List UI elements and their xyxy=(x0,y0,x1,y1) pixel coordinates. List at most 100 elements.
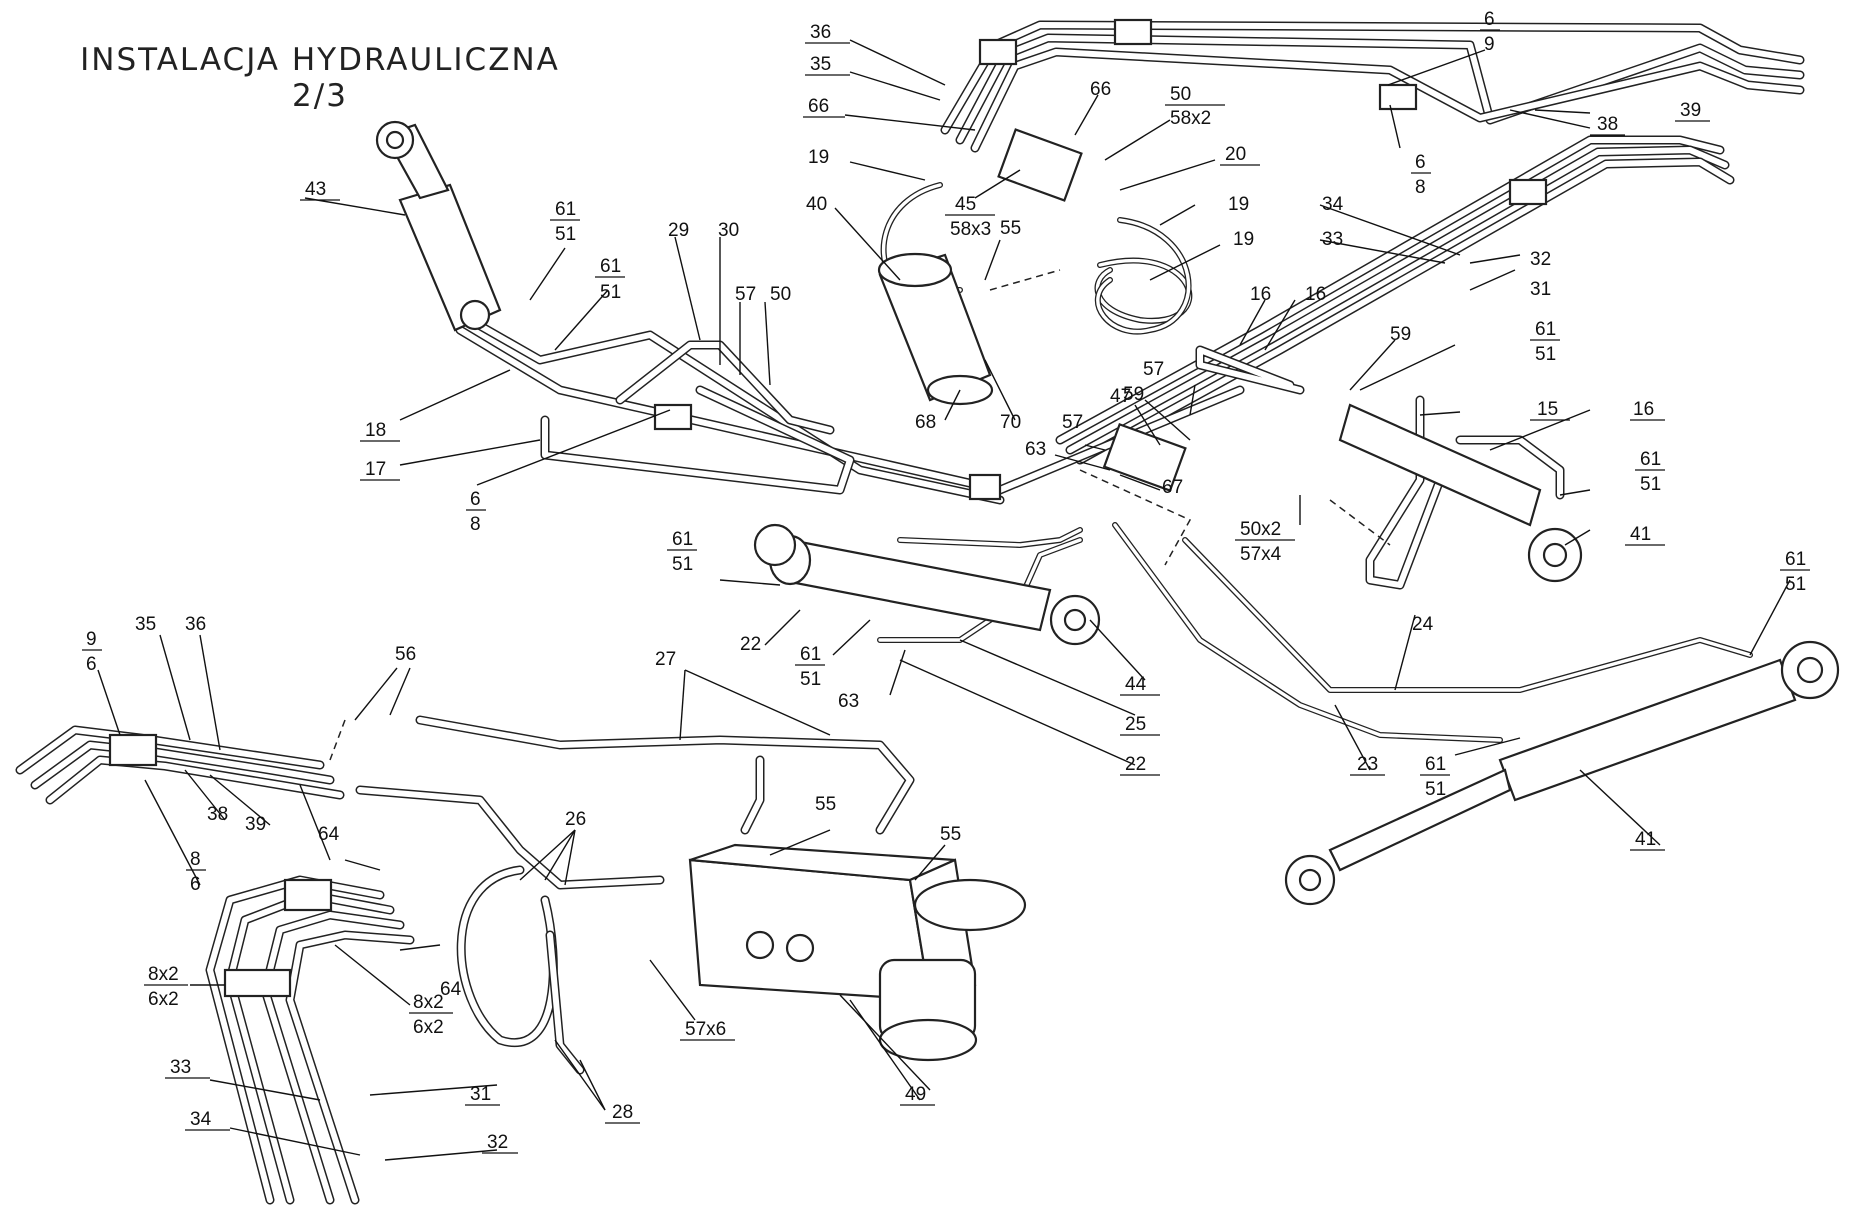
valve-47 xyxy=(1102,422,1187,492)
callout-39: 39 xyxy=(1680,100,1701,121)
callout-8x2: 8x2 xyxy=(148,964,179,985)
callout-22: 22 xyxy=(1125,754,1146,775)
callout-25: 25 xyxy=(1125,714,1146,735)
callout-55: 55 xyxy=(1000,218,1021,239)
callout-31: 31 xyxy=(470,1084,491,1105)
callout-59: 59 xyxy=(1390,324,1411,345)
drawing-title-line2: 2/3 xyxy=(292,78,348,114)
callout-36: 36 xyxy=(810,22,831,43)
callout-51: 51 xyxy=(672,554,693,575)
callout-51: 51 xyxy=(800,669,821,690)
callout-6x2: 6x2 xyxy=(413,1017,444,1038)
callout-6-8-bottom: 8 xyxy=(1415,177,1426,198)
callout-56: 56 xyxy=(395,644,416,665)
callout-19: 19 xyxy=(1233,229,1254,250)
clamp-6 xyxy=(108,733,158,767)
clamp-6 xyxy=(223,968,292,998)
cylinder-41-upper xyxy=(1338,403,1583,583)
callout-57: 57 xyxy=(1143,359,1164,380)
callout-63: 63 xyxy=(838,691,859,712)
callout-66: 66 xyxy=(1090,79,1111,100)
callout-51: 51 xyxy=(1640,474,1661,495)
callout-57x6: 57x6 xyxy=(685,1019,726,1040)
callout-23: 23 xyxy=(1357,754,1378,775)
components xyxy=(108,18,1840,1062)
callout-19: 19 xyxy=(1228,194,1249,215)
clamp-6 xyxy=(968,473,1002,501)
callout-50: 50 xyxy=(770,284,791,305)
callout-28: 28 xyxy=(612,1102,633,1123)
callout-33: 33 xyxy=(170,1057,191,1078)
callout-17: 17 xyxy=(365,459,386,480)
callout-6-8-top: 6 xyxy=(1415,152,1426,173)
clamp-6 xyxy=(1378,83,1418,111)
clamp-6 xyxy=(283,878,333,912)
drawing-title-line1: INSTALACJA HYDRAULICZNA xyxy=(80,42,560,78)
callout-47: 47 xyxy=(1110,386,1131,407)
clamp-6 xyxy=(1508,178,1548,206)
valve-block-49 xyxy=(688,843,1027,1062)
callout-40: 40 xyxy=(806,194,827,215)
callout-6-9-bottom: 9 xyxy=(1484,34,1495,55)
callout-70: 70 xyxy=(1000,412,1021,433)
callout-16: 16 xyxy=(1305,284,1326,305)
callout-61: 61 xyxy=(1640,449,1661,470)
callout-32: 32 xyxy=(1530,249,1551,270)
callout-55: 55 xyxy=(940,824,961,845)
clamp-6 xyxy=(653,403,693,431)
callout-34: 34 xyxy=(190,1109,212,1130)
callout-labels: 36 35 66 66 6 9 6 8 50 58x2 20 39 38 19 … xyxy=(82,9,1810,1153)
callout-29: 29 xyxy=(668,220,689,241)
callout-57x4: 57x4 xyxy=(1240,544,1282,565)
callout-58x3: 58x3 xyxy=(950,219,991,240)
valve-45 xyxy=(997,128,1083,202)
callout-38: 38 xyxy=(207,804,228,825)
callout-51: 51 xyxy=(1535,344,1556,365)
clamp-6 xyxy=(1113,18,1153,46)
callout-15: 15 xyxy=(1537,399,1558,420)
callout-32: 32 xyxy=(487,1132,508,1153)
callout-18: 18 xyxy=(365,420,386,441)
callout-58x2: 58x2 xyxy=(1170,108,1211,129)
callout-24: 24 xyxy=(1412,614,1434,635)
clamp-6 xyxy=(978,38,1018,66)
callout-61: 61 xyxy=(600,256,621,277)
callout-59: 59 xyxy=(1123,384,1144,405)
callout-61: 61 xyxy=(1425,754,1446,775)
callout-35: 35 xyxy=(810,54,831,75)
callout-61: 61 xyxy=(555,199,576,220)
callout-39: 39 xyxy=(245,814,266,835)
callout-33: 33 xyxy=(1322,229,1343,250)
callout-55: 55 xyxy=(815,794,836,815)
callout-8: 8 xyxy=(470,514,481,535)
callout-19: 19 xyxy=(808,147,829,168)
label-underlines xyxy=(165,42,1710,1154)
callout-61: 61 xyxy=(1785,549,1806,570)
callout-44: 44 xyxy=(1125,674,1147,695)
callout-leaders xyxy=(97,39,1791,1161)
callout-45: 45 xyxy=(955,194,976,215)
callout-57: 57 xyxy=(735,284,756,305)
callout-31: 31 xyxy=(1530,279,1551,300)
callout-57: 57 xyxy=(1062,412,1083,433)
callout-35: 35 xyxy=(135,614,156,635)
callout-6-9-top: 6 xyxy=(1484,9,1495,30)
callout-36: 36 xyxy=(185,614,206,635)
cylinder-41-lower xyxy=(1284,640,1840,906)
callout-61: 61 xyxy=(1535,319,1556,340)
cylinder-43 xyxy=(375,120,502,332)
callout-51: 51 xyxy=(555,224,576,245)
callout-49: 49 xyxy=(905,1084,926,1105)
pipework xyxy=(15,20,1805,1205)
callout-61: 61 xyxy=(800,644,821,665)
callout-16: 16 xyxy=(1633,399,1654,420)
callout-67: 67 xyxy=(1162,477,1183,498)
callout-51: 51 xyxy=(600,282,621,303)
callout-50: 50 xyxy=(1170,84,1191,105)
callout-68: 68 xyxy=(915,412,936,433)
callout-41: 41 xyxy=(1635,829,1656,850)
callout-27: 27 xyxy=(655,649,676,670)
callout-50x2: 50x2 xyxy=(1240,519,1281,540)
callout-6x2: 6x2 xyxy=(148,989,179,1010)
